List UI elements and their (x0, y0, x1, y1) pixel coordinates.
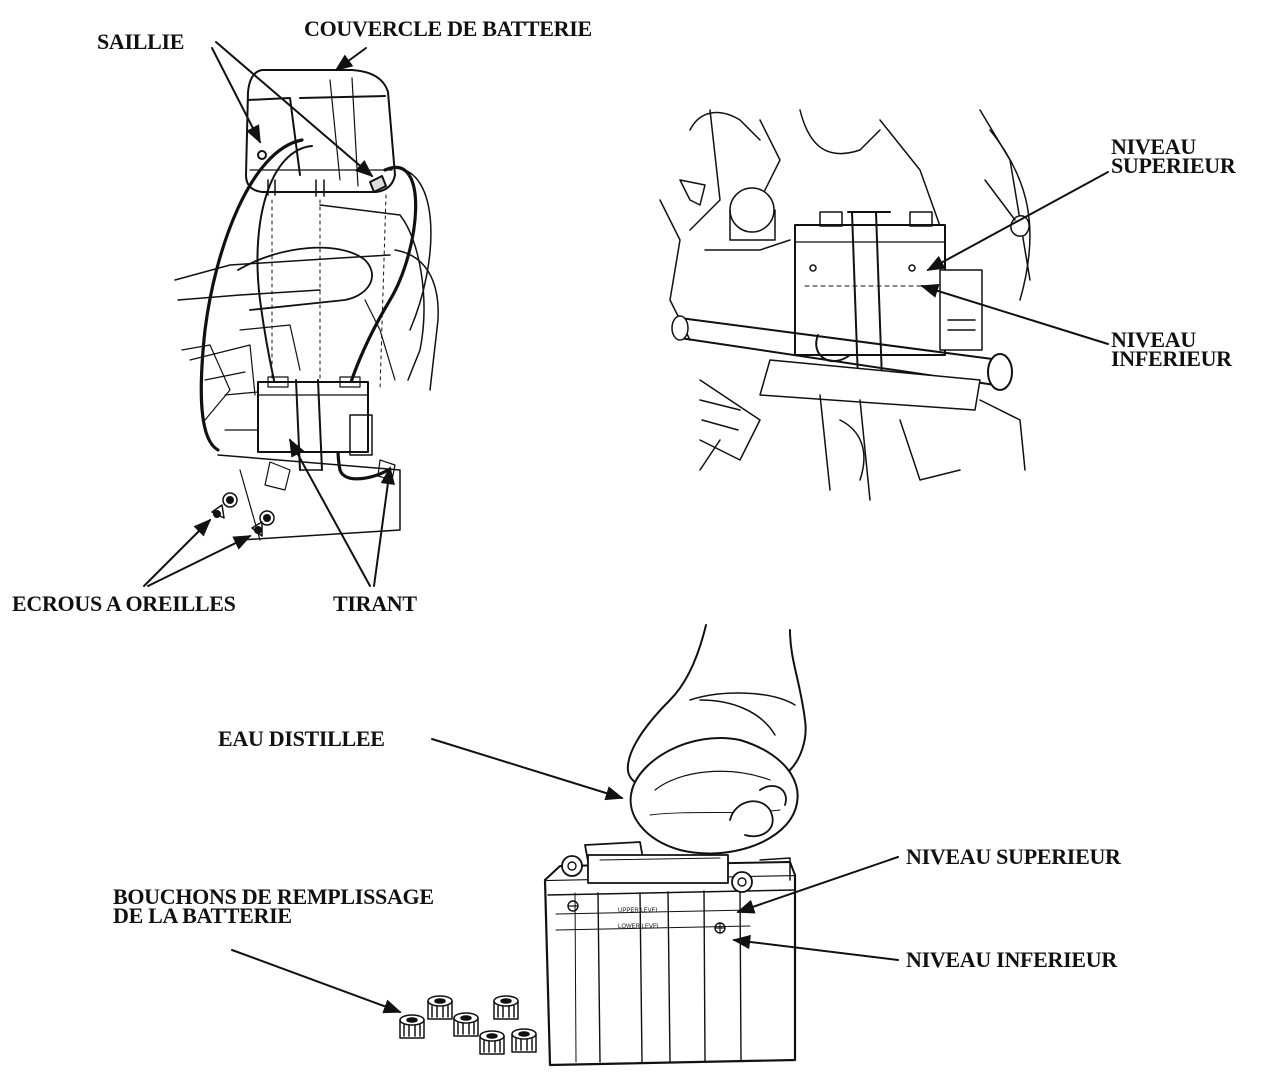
battery-filler-caps (399, 995, 537, 1055)
label-filler-caps-line2: DE LA BATTERIE (113, 903, 292, 928)
label-filler-caps: BOUCHONS DE REMPLISSAGE DE LA BATTERIE (113, 884, 434, 928)
label-battery-cover: COUVERCLE DE BATTERIE (304, 16, 592, 41)
label-upper-level-top-line1: NIVEAU (1111, 134, 1196, 159)
label-lower-level-top-line2: INFERIEUR (1111, 346, 1232, 371)
upper-level-marking: UPPER LEVEL (618, 908, 660, 914)
label-saillie: SAILLIE (97, 29, 185, 54)
battery-level-in-frame-illustration (659, 109, 1031, 501)
label-wing-nuts: ECROUS A OREILLES (12, 591, 236, 616)
lower-level-marking: LOWER LEVEL (618, 924, 661, 930)
battery-filling-illustration (543, 624, 807, 1067)
label-lower-level-top: NIVEAU INFERIEUR (1111, 327, 1232, 371)
label-distilled-water: EAU DISTILLEE (218, 726, 385, 751)
label-filler-caps-line1: BOUCHONS DE REMPLISSAGE (113, 884, 434, 909)
top-left-leader-lines (143, 41, 395, 587)
battery-level-markings: UPPER LEVEL LOWER LEVEL (618, 908, 661, 930)
top-right-leader-lines (920, 171, 1109, 345)
label-upper-level-top-line2: SUPERIEUR (1111, 153, 1236, 178)
label-strap: TIRANT (333, 591, 417, 616)
bottom-leader-lines (231, 738, 899, 1014)
label-upper-level-top: NIVEAU SUPERIEUR (1111, 134, 1236, 178)
label-upper-level-bottom: NIVEAU SUPERIEUR (906, 844, 1121, 869)
label-lower-level-bottom: NIVEAU INFERIEUR (906, 947, 1117, 972)
label-lower-level-top-line1: NIVEAU (1111, 327, 1196, 352)
